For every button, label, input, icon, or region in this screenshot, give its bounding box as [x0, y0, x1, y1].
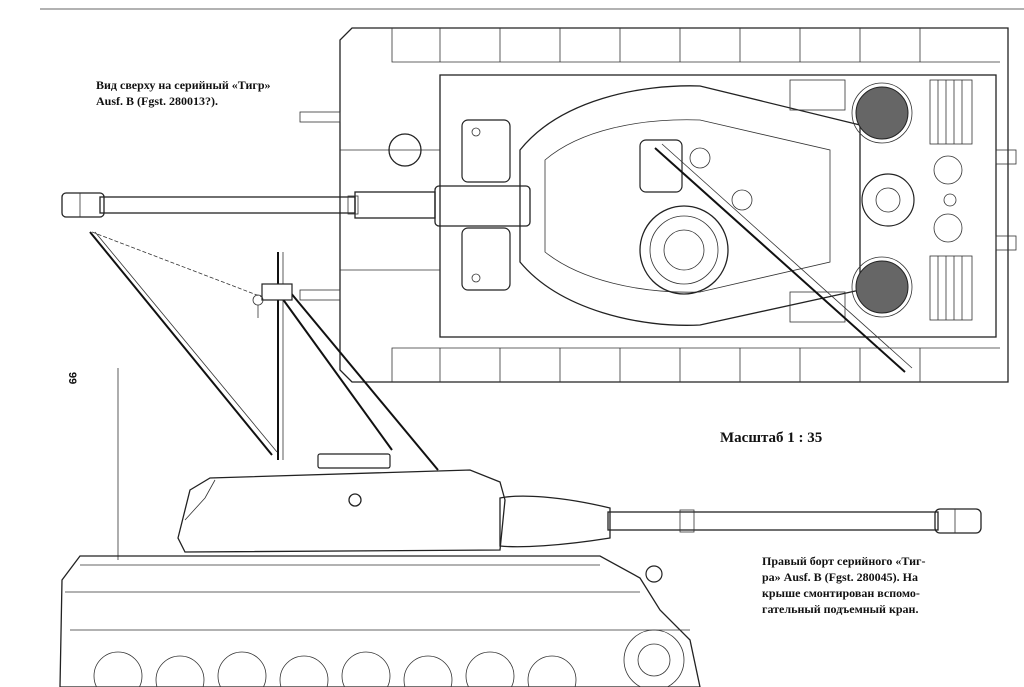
crane-drawing: [89, 231, 439, 471]
top-view-caption: Вид сверху на серийный «Тигр» Ausf. B (F…: [96, 77, 316, 109]
side-view-caption: Правый борт серийного «Тиг- ра» Ausf. B …: [762, 553, 992, 617]
side-view-caption-line2: ра» Ausf. B (Fgst. 280045). На: [762, 570, 919, 584]
side-view-drawing: [59, 368, 982, 687]
side-view-caption-line1: Правый борт серийного «Тиг-: [762, 554, 926, 568]
top-view-drawing: [61, 27, 1017, 383]
scale-caption: Масштаб 1 : 35: [720, 430, 823, 446]
top-view-caption-line2: Ausf. B (Fgst. 280013?).: [96, 94, 218, 108]
top-view-caption-line1: Вид сверху на серийный «Тигр»: [96, 78, 271, 92]
page-number: 99: [66, 372, 78, 385]
side-view-caption-line3: крыше смонтирован вспомо-: [762, 586, 920, 600]
side-view-caption-line4: гательный подъемный кран.: [762, 602, 919, 616]
